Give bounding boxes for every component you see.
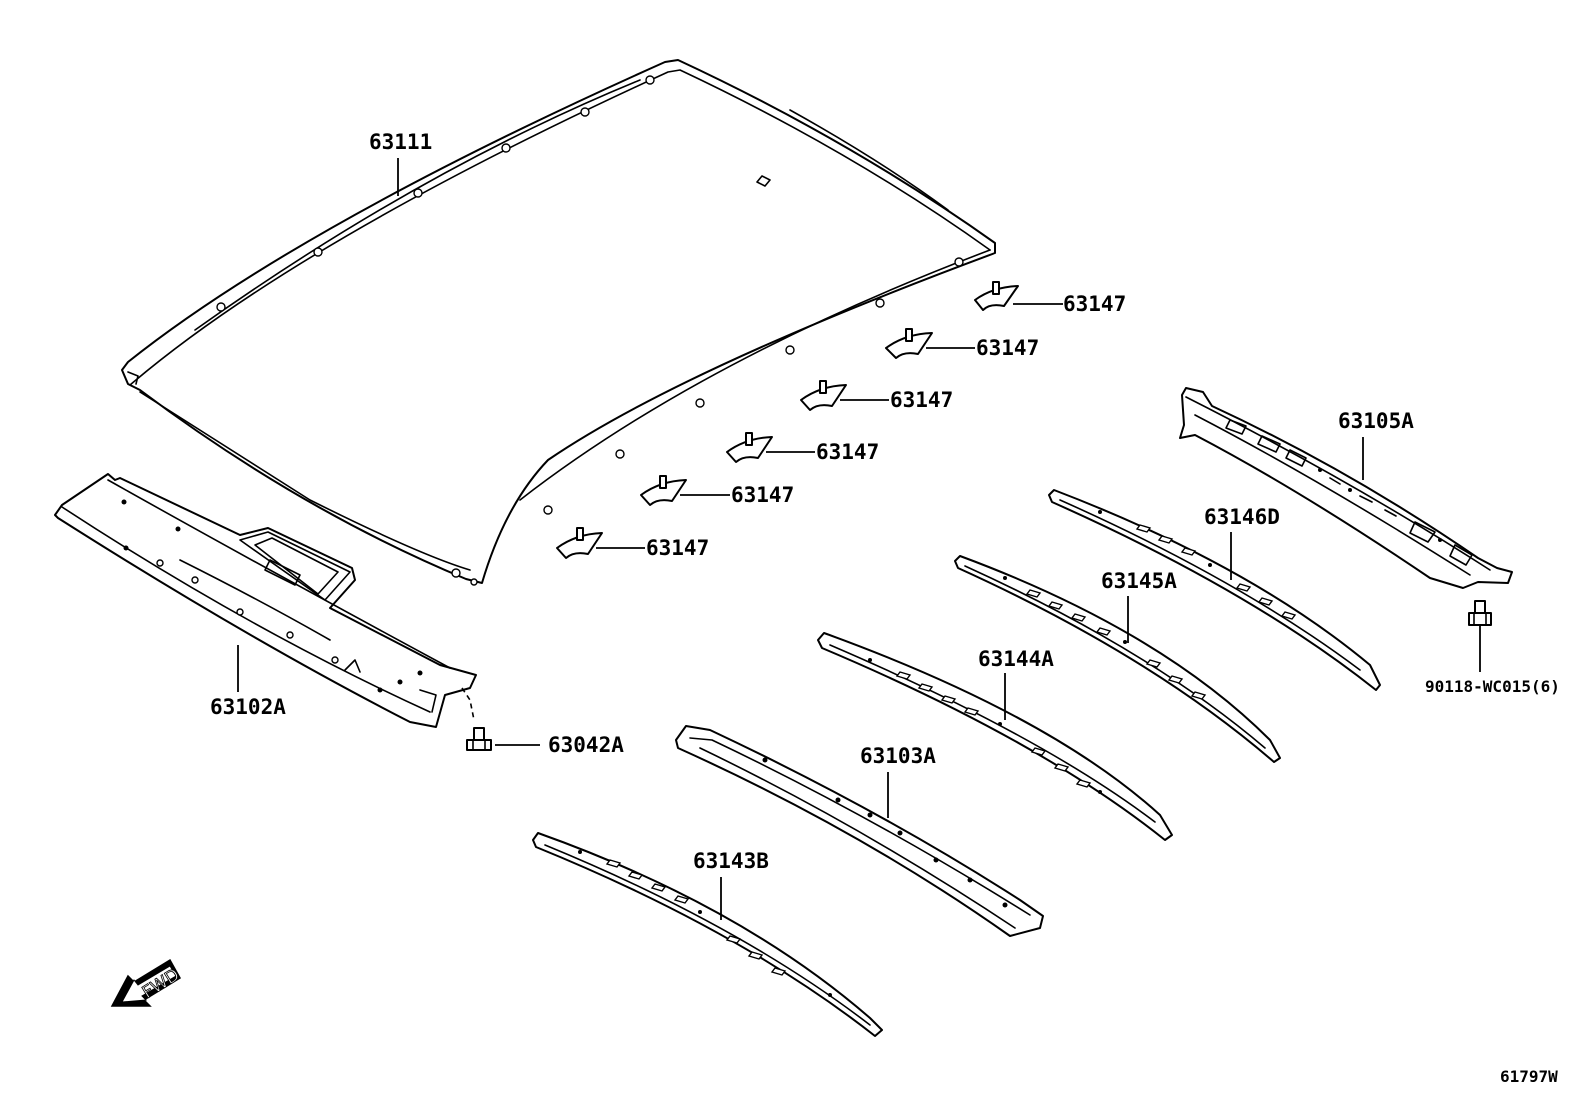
label-63147-5: 63147: [731, 483, 794, 507]
label-63103a: 63103A: [860, 744, 936, 768]
roof-bow-63146d[interactable]: [1048, 489, 1381, 691]
diagram-code: 61797W: [1500, 1067, 1558, 1086]
rear-reinforcement[interactable]: [1179, 387, 1513, 589]
label-63147-1: 63147: [1063, 292, 1126, 316]
label-63105a: 63105A: [1338, 409, 1414, 433]
clip-63147-1[interactable]: [974, 281, 1019, 311]
clip-63147-5[interactable]: [640, 475, 687, 506]
label-90118-wc015: 90118-WC015(6): [1425, 677, 1560, 696]
roof-bow-63145a[interactable]: [954, 555, 1281, 763]
label-63147-2: 63147: [976, 336, 1039, 360]
clip-63147-6[interactable]: [556, 527, 603, 559]
label-63145a: 63145A: [1101, 569, 1177, 593]
fwd-arrow-icon: FWD: [110, 958, 184, 1007]
label-63111: 63111: [369, 130, 432, 154]
nut-63042a[interactable]: [466, 727, 492, 751]
clip-63147-2[interactable]: [885, 328, 933, 359]
label-63144a: 63144A: [978, 647, 1054, 671]
label-63042a: 63042A: [548, 733, 624, 757]
roof-bow-63143b[interactable]: [532, 832, 883, 1037]
bolt-90118-wc015[interactable]: [1468, 600, 1492, 626]
label-63102a: 63102A: [210, 695, 286, 719]
roof-bow-63144a[interactable]: [817, 632, 1173, 841]
label-63146d: 63146D: [1204, 505, 1280, 529]
roof-panel[interactable]: [121, 59, 996, 586]
label-63147-3: 63147: [890, 388, 953, 412]
label-63147-4: 63147: [816, 440, 879, 464]
clip-63147-3[interactable]: [800, 380, 847, 411]
roof-bow-63103a[interactable]: [675, 725, 1044, 937]
clip-63147-4[interactable]: [726, 432, 773, 463]
front-reinforcement[interactable]: [54, 473, 477, 728]
label-63147-6: 63147: [646, 536, 709, 560]
label-63143b: 63143B: [693, 849, 769, 873]
